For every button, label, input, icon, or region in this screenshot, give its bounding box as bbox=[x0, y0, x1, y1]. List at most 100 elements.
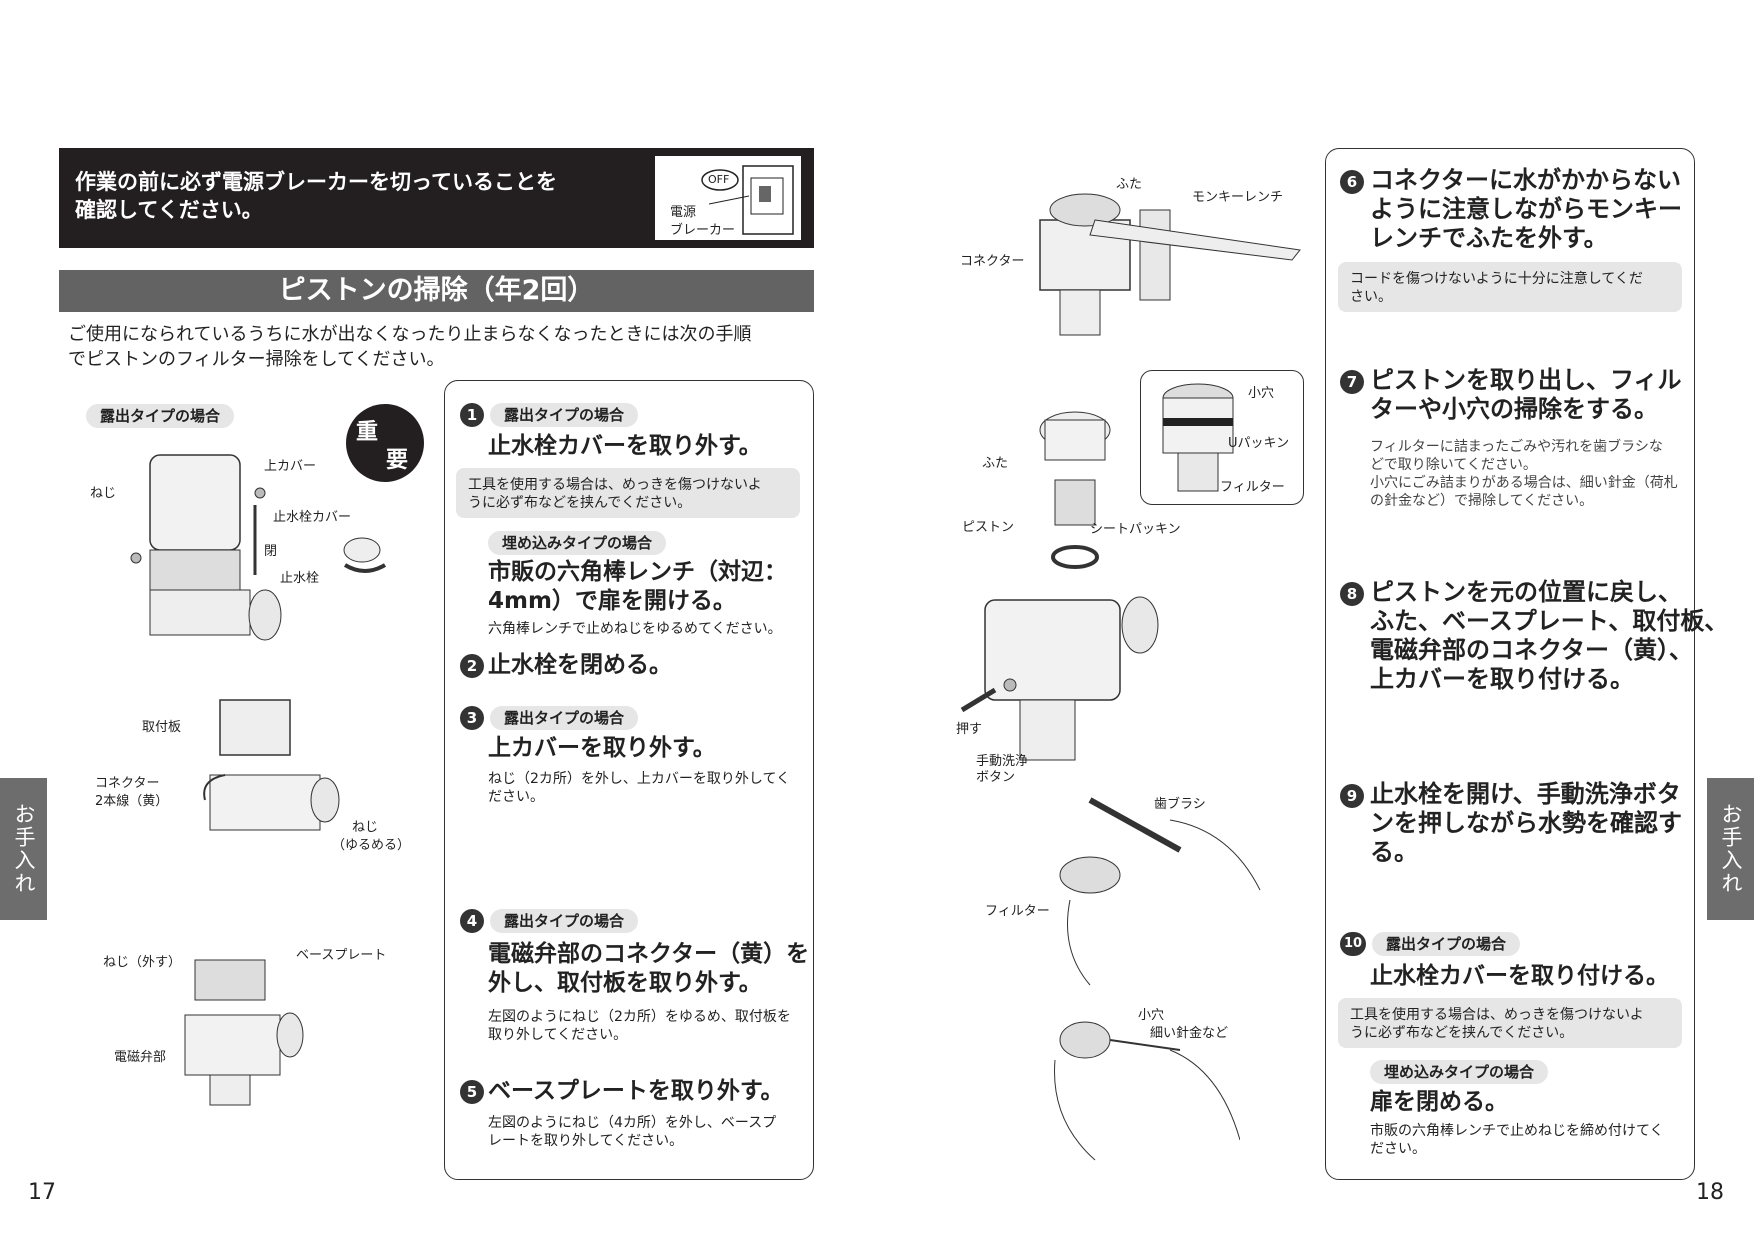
label-toothbrush: 歯ブラシ bbox=[1154, 797, 1206, 812]
step-2-number: 2 bbox=[460, 654, 484, 678]
step-1-note-line-2: うに必ず布などを挟んでください。 bbox=[468, 495, 692, 511]
label-connector-1: コネクター bbox=[95, 776, 160, 791]
label-top-cover: 上カバー bbox=[264, 459, 317, 474]
label-filter-1: フィルター bbox=[1220, 480, 1285, 495]
label-lid-2: ふた bbox=[982, 456, 1009, 471]
steps-panel-left bbox=[444, 380, 814, 1180]
step-1-sub-heading: 市販の六角棒レンチ（対辺： 4mm）で扉を開ける。 bbox=[488, 558, 787, 616]
step-10-number: 10 bbox=[1340, 932, 1366, 956]
warning-line-1: 作業の前に必ず電源ブレーカーを切っていることを bbox=[75, 170, 557, 194]
step-5-desc-1: 左図のようにねじ（4カ所）を外し、ベースプ bbox=[488, 1115, 777, 1131]
label-push: 押す bbox=[956, 722, 983, 737]
step-6-heading-2: ように注意しながらモンキー bbox=[1370, 195, 1682, 223]
label-filter-2: フィルター bbox=[985, 904, 1050, 919]
step-6-heading: コネクターに水がかからない ように注意しながらモンキー レンチでふたを外す。 bbox=[1370, 166, 1682, 253]
step-1-pill: 露出タイプの場合 bbox=[490, 403, 639, 427]
label-screw-loosen-2: （ゆるめる） bbox=[332, 838, 411, 853]
label-mount-plate: 取付板 bbox=[142, 720, 182, 735]
step-3-desc-1: ねじ（2カ所）を外し、上カバーを取り外してく bbox=[488, 771, 791, 787]
step-8-heading-2: ふた、ベースプレート、取付板、 bbox=[1370, 607, 1729, 635]
breaker-label-1: 電源 bbox=[670, 205, 697, 220]
step-10-sub-desc: 市販の六角棒レンチで止めねじを締め付けてく ださい。 bbox=[1370, 1122, 1664, 1158]
step-4-pill: 露出タイプの場合 bbox=[490, 909, 639, 933]
intro-line-2: でピストンのフィルター掃除をしてください。 bbox=[68, 349, 445, 370]
breaker-illustration: OFF 電源 ブレーカー bbox=[655, 156, 801, 240]
type-pill: 露出タイプの場合 bbox=[86, 404, 235, 428]
mount-plate-illustration bbox=[203, 699, 340, 831]
step-5-heading: ベースプレートを取り外す。 bbox=[488, 1078, 784, 1104]
section-title: ピストンの掃除（年2回） bbox=[59, 270, 814, 312]
step-4-desc: 左図のようにねじ（2カ所）をゆるめ、取付板を 取り外してください。 bbox=[488, 1008, 791, 1044]
step-5-desc: 左図のようにねじ（4カ所）を外し、ベースプ レートを取り外してください。 bbox=[488, 1114, 776, 1150]
label-connector-m: コネクター bbox=[960, 254, 1025, 269]
toothbrush-cleaning-illustration bbox=[1059, 797, 1261, 986]
warning-banner: 作業の前に必ず電源ブレーカーを切っていることを 確認してください。 OFF 電源… bbox=[59, 148, 814, 248]
warning-line-2: 確認してください。 bbox=[75, 198, 263, 222]
label-base-plate: ベースプレート bbox=[296, 948, 387, 963]
step-3-number: 3 bbox=[460, 706, 484, 730]
step-6-note: コードを傷つけないように十分に注意してくだ さい。 bbox=[1338, 262, 1682, 312]
step-10-sub-heading: 扉を閉める。 bbox=[1370, 1089, 1508, 1115]
label-wrench: モンキーレンチ bbox=[1192, 190, 1284, 205]
piston-parts-illustration bbox=[1039, 411, 1111, 569]
warning-text: 作業の前に必ず電源ブレーカーを切っていることを 確認してください。 bbox=[75, 168, 635, 224]
step-3-heading: 上カバーを取り外す。 bbox=[488, 735, 716, 761]
step-4-desc-1: 左図のようにねじ（2カ所）をゆるめ、取付板を bbox=[488, 1009, 791, 1025]
label-manual-1: 手動洗浄 bbox=[976, 754, 1029, 769]
step-7-desc-1: フィルターに詰まったごみや汚れを歯ブラシな bbox=[1370, 439, 1663, 455]
label-valve: 止水栓 bbox=[280, 571, 320, 586]
wrench-lid-illustration bbox=[1039, 193, 1301, 336]
step-9-heading-3: る。 bbox=[1370, 838, 1418, 866]
step-10-note: 工具を使用する場合は、めっきを傷つけないよ うに必ず布などを挟んでください。 bbox=[1338, 998, 1682, 1048]
step-8-heading-3: 電磁弁部のコネクター（黄）、 bbox=[1370, 636, 1694, 664]
piston-detail-illustration bbox=[1162, 383, 1234, 492]
step-7-number: 7 bbox=[1340, 370, 1364, 394]
step-4-number: 4 bbox=[460, 909, 484, 933]
step-2-heading: 止水栓を閉める。 bbox=[488, 652, 672, 678]
step-7-heading: ピストンを取り出し、フィル ターや小穴の掃除をする。 bbox=[1370, 366, 1682, 424]
step-8-heading-4: 上カバーを取り付ける。 bbox=[1370, 665, 1634, 693]
step-7-desc-2: どで取り除いてください。 bbox=[1370, 457, 1537, 473]
step-6-note-1: コードを傷つけないように十分に注意してくだ bbox=[1350, 271, 1643, 287]
step-6-note-2: さい。 bbox=[1350, 289, 1392, 305]
step-7-heading-2: ターや小穴の掃除をする。 bbox=[1370, 395, 1658, 423]
label-small-hole-1: 小穴 bbox=[1248, 386, 1275, 401]
step-8-heading: ピストンを元の位置に戻し、 ふた、ベースプレート、取付板、 電磁弁部のコネクター… bbox=[1370, 578, 1728, 694]
step-10-sub-pill: 埋め込みタイプの場合 bbox=[1370, 1060, 1549, 1084]
label-valve-cover: 止水栓カバー bbox=[273, 510, 352, 525]
label-piston: ピストン bbox=[962, 520, 1015, 535]
step-8-number: 8 bbox=[1340, 582, 1364, 606]
label-screw-loosen-1: ねじ bbox=[352, 820, 379, 835]
piston-detail-frame bbox=[1140, 370, 1304, 505]
step-7-desc-3: 小穴にごみ詰まりがある場合は、細い針金（荷札 bbox=[1370, 475, 1678, 491]
step-1-heading: 止水栓カバーを取り外す。 bbox=[488, 433, 762, 459]
intro-text: ご使用になられているうちに水が出なくなったり止まらなくなったときには次の手順 で… bbox=[68, 322, 813, 372]
step-1-note-line-1: 工具を使用する場合は、めっきを傷つけないよ bbox=[468, 477, 762, 493]
step-6-heading-3: レンチでふたを外す。 bbox=[1370, 224, 1608, 252]
page-number-right: 18 bbox=[1696, 1180, 1724, 1205]
side-tab-left: お手入れ bbox=[0, 778, 47, 920]
intro-line-1: ご使用になられているうちに水が出なくなったり止まらなくなったときには次の手順 bbox=[68, 324, 752, 345]
label-solenoid: 電磁弁部 bbox=[114, 1050, 167, 1065]
label-u-packing: Uパッキン bbox=[1228, 436, 1290, 451]
needle-cleaning-illustration bbox=[1054, 1021, 1240, 1161]
step-3-pill: 露出タイプの場合 bbox=[490, 706, 639, 730]
label-seat-packing: シートパッキン bbox=[1090, 522, 1181, 537]
step-10-sub-desc-1: 市販の六角棒レンチで止めねじを締め付けてく bbox=[1370, 1123, 1664, 1139]
step-3-desc: ねじ（2カ所）を外し、上カバーを取り外してく ださい。 bbox=[488, 770, 790, 806]
label-close: 閉 bbox=[264, 544, 278, 559]
step-4-heading: 電磁弁部のコネクター（黄）を 外し、取付板を取り外す。 bbox=[488, 940, 809, 998]
steps-panel-right bbox=[1325, 148, 1695, 1180]
step-9-heading-2: ンを押しながら水勢を確認す bbox=[1370, 809, 1682, 837]
label-needle: 細い針金など bbox=[1150, 1026, 1229, 1041]
step-9-heading: 止水栓を開け、手動洗浄ボタ ンを押しながら水勢を確認す る。 bbox=[1370, 780, 1682, 867]
step-1-number: 1 bbox=[460, 403, 484, 427]
label-connector-2: 2本線（黄） bbox=[95, 794, 169, 809]
step-4-desc-2: 取り外してください。 bbox=[488, 1027, 628, 1043]
breaker-label-2: ブレーカー bbox=[670, 223, 736, 238]
label-screw: ねじ bbox=[90, 486, 117, 501]
step-1-sub-heading-2: 4mm）で扉を開ける。 bbox=[488, 588, 736, 614]
step-7-desc: フィルターに詰まったごみや汚れを歯ブラシな どで取り除いてください。 小穴にごみ… bbox=[1370, 438, 1678, 510]
step-7-heading-1: ピストンを取り出し、フィル bbox=[1370, 366, 1682, 394]
step-1-note: 工具を使用する場合は、めっきを傷つけないよ うに必ず布などを挟んでください。 bbox=[456, 468, 800, 518]
